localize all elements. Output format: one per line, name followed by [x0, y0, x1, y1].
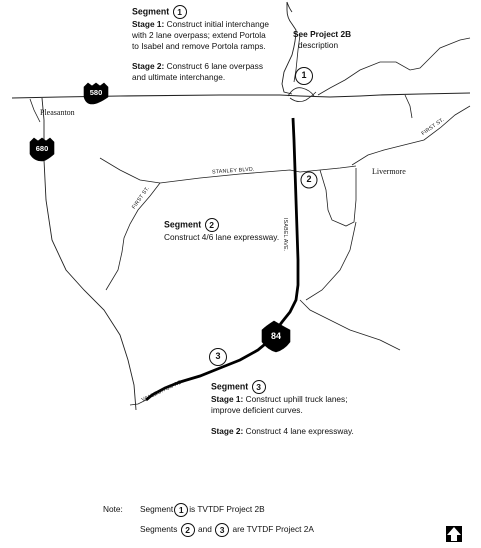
segment-1-stage-2-line-2: and ultimate interchange.	[132, 72, 226, 82]
i680-shield-label: 680	[35, 144, 49, 153]
segment-3-heading-text: Segment	[211, 381, 249, 392]
note-line-2-prefix: Segments	[140, 524, 178, 535]
sr84-shield-label: 84	[270, 331, 281, 341]
segment-3-marker-label: 3	[215, 351, 221, 361]
callout-leader	[281, 2, 297, 95]
segment-3-stage-2-text: Construct 4 lane expressway.	[243, 426, 354, 436]
note-line-2: Segments 2 and 3 are TVTDF Project 2A	[140, 523, 314, 537]
isabel-ave-label: ISABEL AVE.	[282, 218, 288, 252]
stanley-blvd-line	[159, 165, 357, 184]
note-line-1-number-badge: 1	[174, 503, 189, 517]
see-project-2b-line-2: description	[298, 40, 339, 50]
first-street-east-line	[351, 105, 471, 166]
segment-1-stage-2-label: Stage 2:	[132, 61, 165, 71]
segment-1-stage-1-line-3: to Isabel and remove Portola ramps.	[132, 41, 266, 51]
road-south-east-2	[305, 221, 357, 301]
note-line-1-prefix: Segment	[140, 504, 174, 515]
i680-shield-icon	[29, 137, 55, 162]
road-northeast	[317, 37, 471, 96]
segment-3-heading: Segment 3	[211, 380, 267, 394]
note-line-1-suffix: is TVTDF Project 2B	[189, 504, 265, 515]
livermore-label: Livermore	[372, 167, 406, 176]
segment-3-marker	[209, 348, 227, 366]
i580-shield-label: 580	[89, 88, 103, 97]
segment-1-stage-2-text: Construct 6 lane overpass	[164, 61, 263, 71]
callout-leader-upper	[286, 1, 293, 13]
segment-2-marker-label: 2	[306, 174, 312, 184]
segment-1-heading: Segment 1	[132, 5, 188, 19]
segment-3-stage-2-label: Stage 2:	[211, 426, 244, 436]
segment-1-stage-1-line-1: Stage 1: Construct initial interchange	[132, 19, 269, 30]
north-arrow-icon	[446, 526, 462, 542]
segment-3-stage-1-line-2: improve deficient curves.	[211, 405, 303, 415]
segment-2-line-1: Construct 4/6 lane expressway.	[164, 232, 280, 242]
note-label: Note:	[103, 504, 123, 514]
see-project-2b-line-1: See Project 2B	[293, 29, 352, 39]
pleasanton-label: Pleasanton	[40, 108, 75, 117]
segment-1-heading-text: Segment	[132, 6, 170, 17]
segment-3-number-badge: 3	[251, 380, 266, 394]
note-line-2-number-badge-a: 2	[180, 523, 195, 537]
road-pleasanton-diagonal	[99, 157, 161, 184]
note-line-2-middle: and	[197, 524, 212, 535]
isabel-ave-route-84	[274, 117, 300, 331]
vallecitos-road-west	[129, 399, 147, 406]
segment-1-number-badge: 1	[172, 5, 187, 19]
segment-2-marker	[300, 171, 318, 189]
segment-1-stage-1-label: Stage 1:	[132, 19, 165, 29]
interstate-580-line	[11, 92, 471, 99]
road-south-east	[299, 299, 401, 351]
sr84-shield-icon	[261, 320, 291, 353]
segment-3-stage-1-text: Construct uphill truck lanes;	[243, 394, 348, 404]
segment-1-stage-2-line-1: Stage 2: Construct 6 lane overpass	[132, 61, 263, 72]
road-west-spur	[29, 98, 41, 123]
vallecitos-road-route-84	[145, 338, 271, 402]
segment-1-stage-1-line-2: with 2 lane overpass; extend Portola	[132, 30, 266, 40]
segment-3-stage-2-line-1: Stage 2: Construct 4 lane expressway.	[211, 426, 354, 437]
segment-1-marker	[295, 67, 313, 85]
first-street-west-line	[105, 182, 161, 291]
interchange-ramps	[287, 87, 317, 102]
segment-1-marker-label: 1	[301, 70, 307, 80]
segment-2-heading-text: Segment	[164, 219, 202, 230]
segment-2-number-badge: 2	[204, 218, 219, 232]
i580-shield-icon	[83, 82, 109, 105]
road-east-upper	[404, 94, 413, 119]
road-east-livermore	[319, 168, 357, 227]
segment-3-stage-1-label: Stage 1:	[211, 394, 244, 404]
note-line-2-suffix: are TVTDF Project 2A	[232, 524, 314, 535]
segment-1-stage-1-text: Construct initial interchange	[164, 19, 269, 29]
segment-3-stage-1-line-1: Stage 1: Construct uphill truck lanes;	[211, 394, 348, 405]
segment-2-heading: Segment 2	[164, 218, 220, 232]
note-line-2-number-badge-b: 3	[215, 523, 230, 537]
